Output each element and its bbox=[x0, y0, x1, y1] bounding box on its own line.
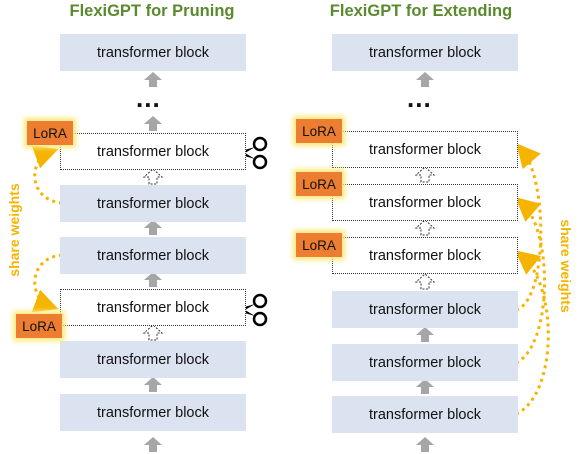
skip-arrow-icon bbox=[414, 219, 436, 236]
pruning-title: FlexiGPT for Pruning bbox=[69, 2, 235, 20]
share-arrow-upper bbox=[31, 145, 63, 205]
pruning-block-bottom: transformer block bbox=[60, 394, 246, 431]
share-arrow-ext-1 bbox=[515, 143, 543, 312]
extending-title: FlexiGPT for Extending bbox=[329, 2, 513, 20]
share-arrow-lower bbox=[31, 253, 63, 313]
extending-block-new-2: transformer block bbox=[332, 184, 518, 221]
share-arrow-ext-2 bbox=[515, 197, 547, 365]
skip-arrow-icon bbox=[414, 166, 436, 183]
skip-arrow-icon bbox=[142, 324, 164, 341]
pruning-lora-lower: LoRA bbox=[16, 314, 62, 338]
extending-ellipsis: ... bbox=[407, 83, 432, 113]
extending-share-weights-label: share weights bbox=[558, 219, 574, 313]
up-arrow-icon bbox=[144, 220, 162, 235]
pruning-block: transformer block bbox=[60, 341, 246, 378]
up-arrow-icon bbox=[416, 72, 434, 87]
pruning-block-pruned-1: transformer block bbox=[60, 133, 246, 170]
pruning-ellipsis: ... bbox=[136, 83, 161, 113]
skip-arrow-icon bbox=[414, 273, 436, 290]
pruning-lora-upper: LoRA bbox=[27, 121, 73, 145]
pruning-block: transformer block bbox=[60, 185, 246, 222]
extending-block-top: transformer block bbox=[332, 34, 518, 71]
extending-block-new-3: transformer block bbox=[332, 237, 518, 274]
extending-lora-1: LoRA bbox=[296, 119, 342, 143]
up-arrow-icon bbox=[416, 327, 434, 342]
pruning-share-weights-label: share weights bbox=[6, 183, 22, 277]
up-arrow-icon bbox=[144, 72, 162, 87]
extending-block-new-1: transformer block bbox=[332, 131, 518, 168]
up-arrow-icon bbox=[144, 116, 162, 131]
up-arrow-icon bbox=[144, 437, 162, 452]
up-arrow-icon bbox=[416, 437, 434, 452]
extending-lora-2: LoRA bbox=[296, 172, 342, 196]
share-arrow-ext-3 bbox=[515, 250, 550, 416]
skip-arrow-icon bbox=[142, 168, 164, 185]
up-arrow-icon bbox=[144, 272, 162, 287]
pruning-block-pruned-2: transformer block bbox=[60, 289, 246, 326]
pruning-block: transformer block bbox=[60, 237, 246, 274]
up-arrow-icon bbox=[416, 379, 434, 394]
extending-block: transformer block bbox=[332, 344, 518, 381]
extending-block: transformer block bbox=[332, 291, 518, 328]
up-arrow-icon bbox=[144, 377, 162, 392]
extending-lora-3: LoRA bbox=[296, 233, 342, 257]
extending-block-bottom: transformer block bbox=[332, 396, 518, 433]
pruning-block-top: transformer block bbox=[60, 34, 246, 71]
